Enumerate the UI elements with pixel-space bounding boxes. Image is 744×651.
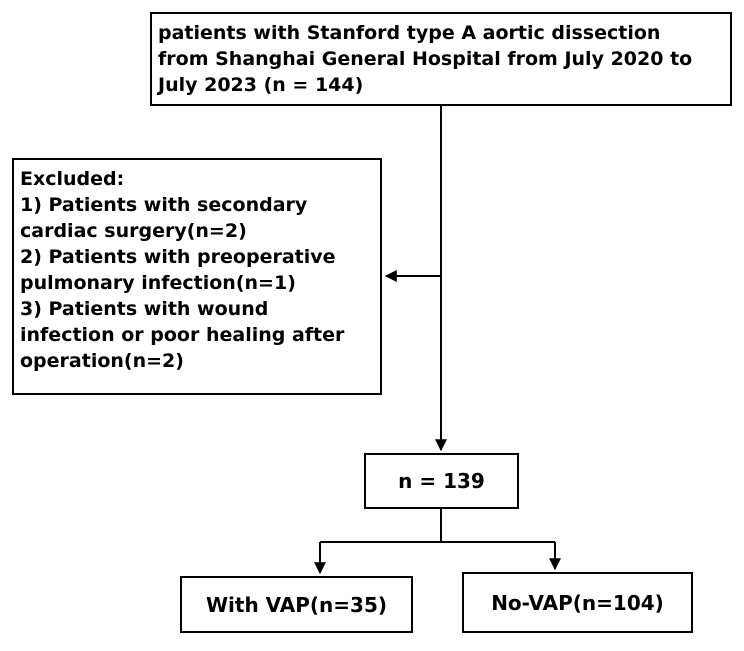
enrollment-box: patients with Stanford type A aortic dis… <box>150 12 732 106</box>
included-count-label: n = 139 <box>398 469 485 493</box>
excluded-heading: Excluded: <box>20 168 125 190</box>
excluded-line: operation(n=2) <box>20 350 184 372</box>
with-vap-label: With VAP(n=35) <box>205 592 388 617</box>
enrollment-line: from Shanghai General Hospital from July… <box>158 48 693 70</box>
included-count-box: n = 139 <box>364 453 519 509</box>
excluded-line: cardiac surgery(n=2) <box>20 220 247 242</box>
with-vap-box: With VAP(n=35) <box>180 576 413 633</box>
excluded-line: pulmonary infection(n=1) <box>20 272 296 294</box>
excluded-line: 1) Patients with secondary <box>20 194 308 216</box>
enrollment-line: patients with Stanford type A aortic dis… <box>158 22 661 44</box>
no-vap-box: No-VAP(n=104) <box>462 572 693 633</box>
enrollment-line: July 2023 (n = 144) <box>158 74 364 96</box>
excluded-line: 3) Patients with wound <box>20 298 269 320</box>
no-vap-label: No-VAP(n=104) <box>491 590 664 615</box>
excluded-line: 2) Patients with preoperative <box>20 246 336 268</box>
excluded-line: infection or poor healing after <box>20 324 345 346</box>
excluded-box: Excluded: 1) Patients with secondary car… <box>12 158 382 395</box>
